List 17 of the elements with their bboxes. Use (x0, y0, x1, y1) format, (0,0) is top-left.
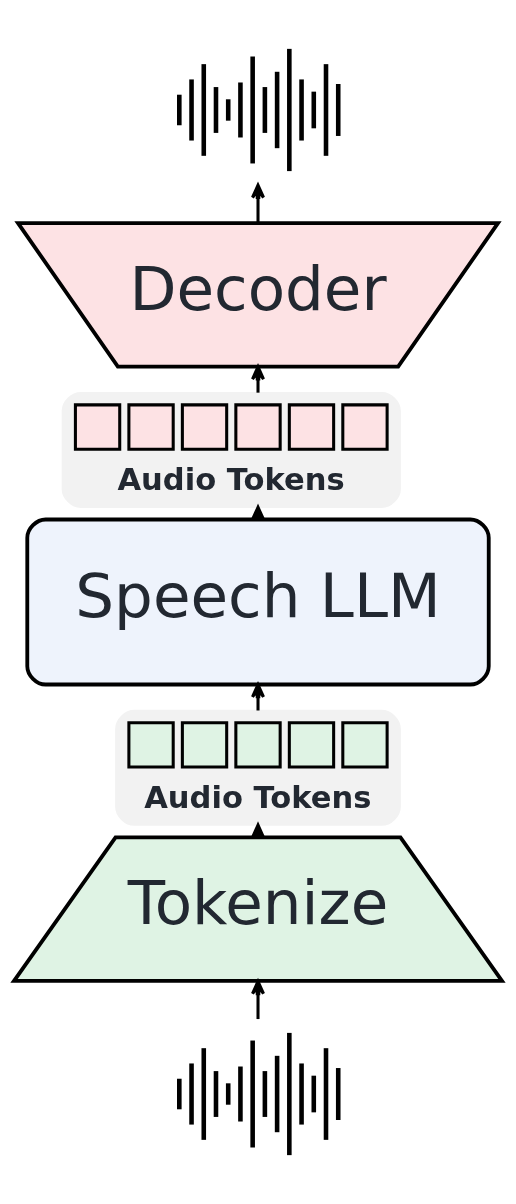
cluster: Audio Tokens (115, 709, 401, 826)
node-box (180, 403, 229, 451)
node-box (180, 721, 229, 769)
node-box (73, 403, 122, 451)
node-box (234, 403, 282, 451)
arrow (251, 683, 266, 711)
node-box (127, 721, 175, 769)
node-box (341, 403, 389, 451)
cluster: Audio Tokens (61, 391, 401, 509)
arrow (251, 365, 266, 393)
node-box (341, 721, 389, 769)
node-box (127, 403, 175, 451)
node-box (234, 721, 282, 769)
arrow (251, 183, 266, 224)
node-box (287, 721, 336, 769)
arrow (251, 979, 266, 1020)
node-box (287, 403, 336, 451)
